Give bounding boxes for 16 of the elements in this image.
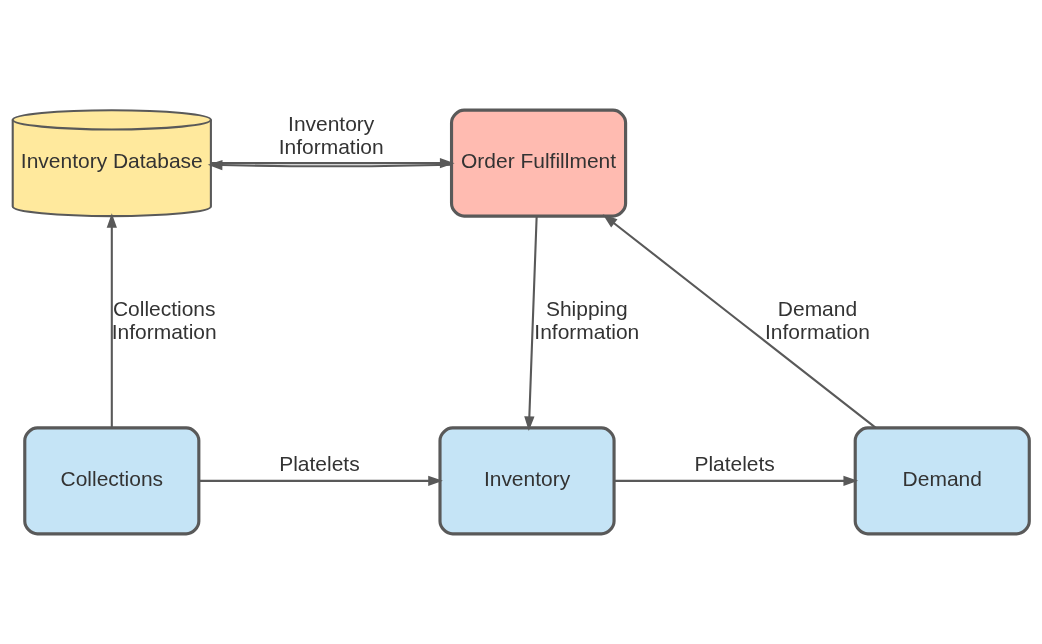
arrow	[198, 475, 443, 486]
edge-label: Collections Information	[111, 296, 217, 343]
arrow	[614, 475, 859, 486]
edge-label: Platelets	[279, 452, 360, 476]
edge-label: Platelets	[694, 452, 775, 476]
arrow	[207, 159, 452, 171]
edge-label: Inventory Information	[278, 111, 384, 158]
arrow	[602, 214, 877, 429]
node-box: Order Fulfillment	[449, 108, 628, 218]
arrow	[106, 213, 117, 428]
edge-label: Demand Information	[765, 296, 870, 343]
arrow	[524, 216, 538, 432]
node-box: Inventory	[438, 426, 616, 536]
edge-label: Shipping Information	[534, 296, 640, 343]
node-box: Demand	[853, 426, 1031, 536]
node-box: Collections	[23, 426, 201, 536]
